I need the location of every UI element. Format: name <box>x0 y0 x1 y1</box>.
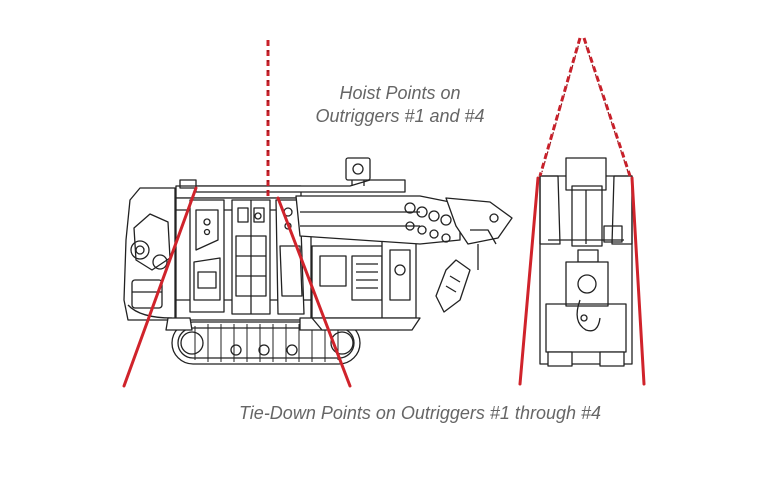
strap-4 <box>630 176 646 386</box>
hoist-points-caption: Hoist Points on Outriggers #1 and #4 <box>300 82 500 127</box>
strap-3 <box>518 176 540 386</box>
crane-front-view <box>539 157 633 367</box>
rear-housing <box>123 187 176 321</box>
control-box <box>345 157 371 186</box>
crane-side-view <box>123 157 513 365</box>
boom <box>195 179 513 270</box>
crawler-track <box>171 321 361 365</box>
tie-down-straps-side <box>122 186 352 388</box>
tie-down-points-caption: Tie-Down Points on Outriggers #1 through… <box>238 403 602 423</box>
outrigger-center <box>231 199 271 315</box>
hoist-chain-front <box>538 37 632 177</box>
jib <box>435 259 471 313</box>
turret <box>311 239 421 331</box>
strap-1 <box>122 186 198 388</box>
tie-down-straps-front <box>518 176 646 386</box>
hoist-caption-line-2: Outriggers #1 and #4 <box>315 105 485 126</box>
hoist-caption-line-1: Hoist Points on <box>339 83 461 103</box>
outrigger-right <box>275 199 305 315</box>
strap-2 <box>276 196 352 388</box>
outrigger-left <box>189 199 225 313</box>
